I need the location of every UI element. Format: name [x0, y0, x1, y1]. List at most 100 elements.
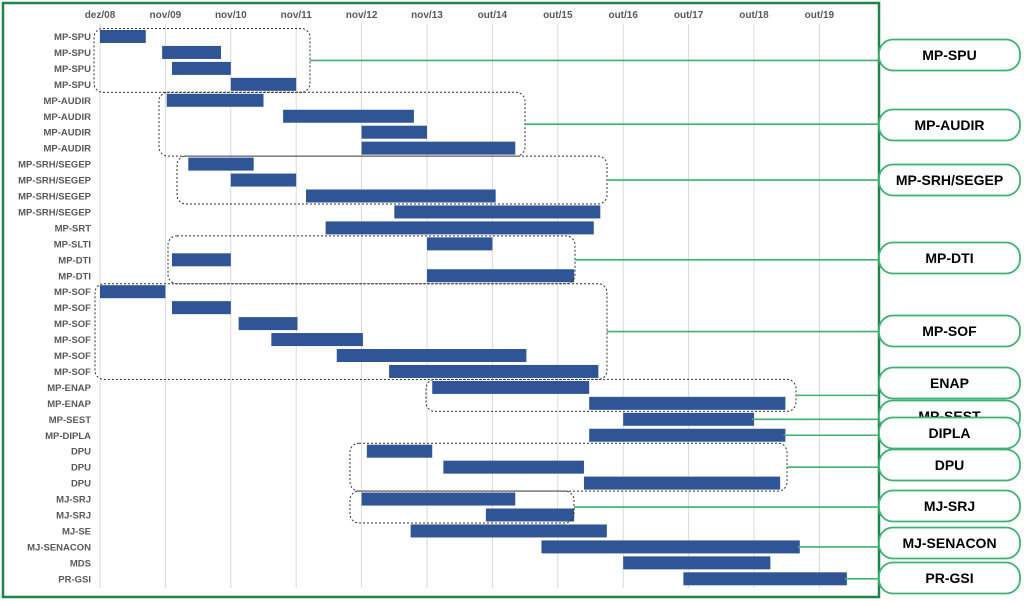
row-label: DPU [71, 447, 91, 458]
callout-box [878, 366, 1021, 400]
row-label: MJ-SRJ [56, 511, 91, 522]
row-label: MP-SOF [54, 367, 91, 378]
gantt-bar [325, 221, 594, 235]
gantt-bar [427, 269, 575, 283]
callout-box [878, 526, 1021, 560]
row-label: MP-SRH/SEGEP [18, 176, 92, 187]
callout-box [878, 448, 1021, 482]
callout-box [878, 314, 1021, 348]
callout-box [878, 38, 1021, 72]
gantt-bar [361, 492, 516, 506]
gantt-bar [188, 157, 254, 171]
x-tick-label: out/16 [608, 10, 638, 21]
row-label: MP-SPU [54, 80, 91, 91]
gantt-bar [271, 333, 363, 347]
callout-label: MP-SPU [922, 47, 976, 63]
row-label: MP-SRH/SEGEP [18, 207, 92, 218]
gantt-bar [432, 380, 590, 394]
callout-label: ENAP [930, 375, 969, 391]
row-label: MP-SEST [49, 415, 91, 426]
callouts: MP-SPU MP-AUDIR MP-SRH/SEGEP MP-DTI MP-SOF EN… [310, 38, 1021, 595]
x-tick-label: nov/13 [411, 10, 443, 21]
group-box [349, 442, 788, 492]
gantt-bar [366, 444, 433, 458]
row-label: MP-SOF [54, 303, 91, 314]
gantt-bar [683, 572, 847, 586]
callout-box [878, 416, 1021, 450]
x-tick-label: out/19 [805, 10, 835, 21]
x-tick-label: nov/11 [281, 10, 313, 21]
row-label: MP-DIPLA [45, 431, 91, 442]
gantt-bar [100, 30, 146, 43]
x-tick-label: nov/10 [215, 10, 247, 21]
row-label: MJ-SE [62, 526, 91, 537]
gantt-bar [623, 412, 754, 426]
bars [100, 30, 847, 586]
row-label: MP-DTI [58, 255, 91, 266]
gantt-bar [230, 77, 297, 91]
row-label: MP-AUDIR [44, 96, 92, 107]
gantt-bar [171, 61, 231, 75]
gantt-bar [389, 364, 599, 378]
row-label: MJ-SRJ [56, 495, 91, 506]
gantt-bar [394, 205, 601, 219]
gantt-bar [583, 476, 781, 490]
x-tick-label: out/15 [543, 10, 573, 21]
row-label: PR-GSI [58, 574, 91, 585]
gantt-bar [283, 109, 414, 123]
y-axis-row-labels: MP-SPUMP-SPUMP-SPUMP-SPUMP-AUDIRMP-AUDIR… [18, 32, 92, 585]
x-tick-label: dez/08 [85, 10, 116, 21]
row-label: DPU [71, 479, 91, 490]
row-label: MJ-SENACON [27, 542, 91, 553]
x-tick-label: nov/09 [150, 10, 182, 21]
callout-label: MP-SOF [922, 323, 977, 339]
gantt-bar [410, 524, 607, 538]
row-label: MP-ENAP [47, 399, 91, 410]
callout-label: MP-DTI [925, 250, 973, 266]
row-label: MP-AUDIR [44, 112, 92, 123]
gantt-bar [623, 556, 771, 570]
gantt-bar [541, 540, 800, 554]
row-label: MP-SPU [54, 48, 91, 59]
gantt-bar [427, 237, 493, 251]
row-label: DPU [71, 463, 91, 474]
gantt-bar [230, 173, 297, 187]
row-label: MP-SOF [54, 351, 91, 362]
gantt-bar [162, 45, 221, 59]
callout-label: DPU [935, 457, 965, 473]
gantt-bar [171, 301, 231, 315]
row-label: MP-SRT [55, 223, 92, 234]
gantt-bar [485, 508, 575, 522]
callout-label: MP-AUDIR [915, 117, 985, 133]
callout-label: MP-SRH/SEGEP [896, 172, 1003, 188]
row-label: MP-SOF [54, 319, 91, 330]
row-label: MP-SLTI [54, 239, 91, 250]
row-label: MP-AUDIR [44, 144, 92, 155]
row-label: MDS [70, 558, 91, 569]
x-tick-label: out/17 [674, 10, 704, 21]
gantt-bar [171, 253, 231, 267]
callout-box [878, 241, 1021, 275]
callout-label: PR-GSI [925, 570, 973, 586]
row-label: MP-AUDIR [44, 128, 92, 139]
gantt-bar [238, 317, 298, 331]
gantt-bar [361, 141, 516, 155]
row-label: MP-SRH/SEGEP [18, 192, 92, 203]
gantt-bar [336, 349, 527, 362]
callout-label: DIPLA [929, 425, 971, 441]
x-tick-label: nov/12 [346, 10, 378, 21]
callout-box [878, 489, 1021, 523]
gantt-bar [166, 93, 264, 107]
callout-box [878, 561, 1021, 595]
gantt-bar [443, 460, 584, 474]
gantt-bar [589, 396, 786, 410]
callout-label: MJ-SENACON [902, 535, 996, 551]
gantt-bar [589, 428, 786, 442]
row-label: MP-SPU [54, 64, 91, 75]
gantt-bar [361, 125, 427, 139]
row-label: MP-SOF [54, 287, 91, 298]
callout-box [878, 108, 1021, 142]
row-label: MP-SRH/SEGEP [18, 160, 92, 171]
x-tick-label: out/18 [739, 10, 769, 21]
